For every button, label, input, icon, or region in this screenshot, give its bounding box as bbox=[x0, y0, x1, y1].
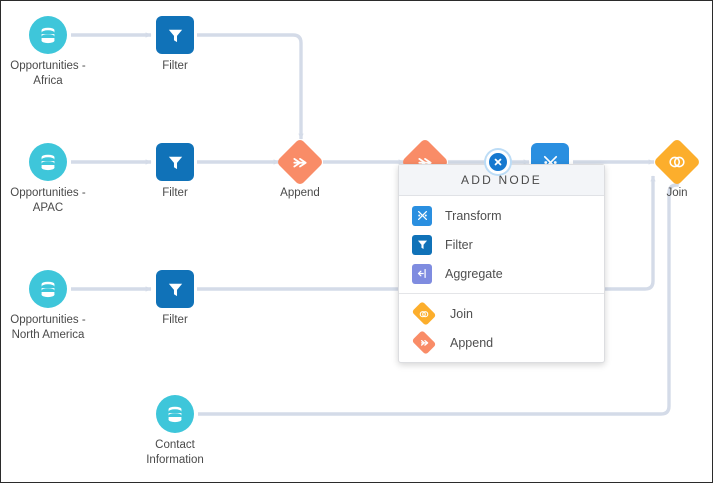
node-label: Opportunities - APAC bbox=[10, 187, 86, 214]
filter-icon bbox=[156, 16, 194, 54]
node-label: Filter bbox=[162, 60, 188, 72]
menu-item-label: Filter bbox=[445, 237, 473, 252]
append-icon bbox=[411, 330, 437, 355]
menu-item-label: Aggregate bbox=[445, 266, 503, 281]
wire-africa-filter-to-append bbox=[197, 33, 304, 140]
menu-item-aggregate[interactable]: Aggregate bbox=[399, 259, 604, 288]
wire-na-filter-to-join bbox=[197, 175, 656, 291]
add-node-menu: ADD NODE Transform Filte bbox=[398, 164, 605, 363]
menu-item-label: Join bbox=[450, 306, 473, 321]
node-label: Join bbox=[666, 187, 688, 199]
append-icon bbox=[275, 137, 325, 187]
database-icon bbox=[29, 16, 67, 54]
close-icon[interactable] bbox=[486, 150, 510, 174]
transform-icon bbox=[412, 205, 432, 226]
filter-icon bbox=[412, 234, 432, 255]
database-icon bbox=[29, 143, 67, 181]
node-label: Filter bbox=[162, 187, 188, 199]
join-icon bbox=[411, 301, 437, 326]
menu-item-label: Append bbox=[450, 335, 494, 350]
node-label: Opportunities - North America bbox=[10, 314, 86, 341]
menu-item-transform[interactable]: Transform bbox=[399, 201, 604, 230]
wire-contact-to-join bbox=[198, 178, 680, 416]
node-label: Append bbox=[280, 187, 320, 199]
database-icon bbox=[29, 270, 67, 308]
menu-item-append[interactable]: Append bbox=[399, 328, 604, 357]
add-node-menu-group-secondary: Join Append bbox=[399, 293, 604, 362]
node-label: Filter bbox=[162, 314, 188, 326]
filter-icon bbox=[156, 143, 194, 181]
aggregate-icon bbox=[412, 263, 432, 284]
database-icon bbox=[156, 395, 194, 433]
menu-item-join[interactable]: Join bbox=[399, 299, 604, 328]
filter-icon bbox=[156, 270, 194, 308]
add-node-menu-group-primary: Transform Filter Aggregate bbox=[399, 196, 604, 293]
menu-item-filter[interactable]: Filter bbox=[399, 230, 604, 259]
node-label: Contact Information bbox=[146, 439, 204, 466]
menu-item-label: Transform bbox=[445, 208, 502, 223]
join-icon bbox=[652, 137, 702, 187]
node-label: Opportunities - Africa bbox=[10, 60, 86, 87]
